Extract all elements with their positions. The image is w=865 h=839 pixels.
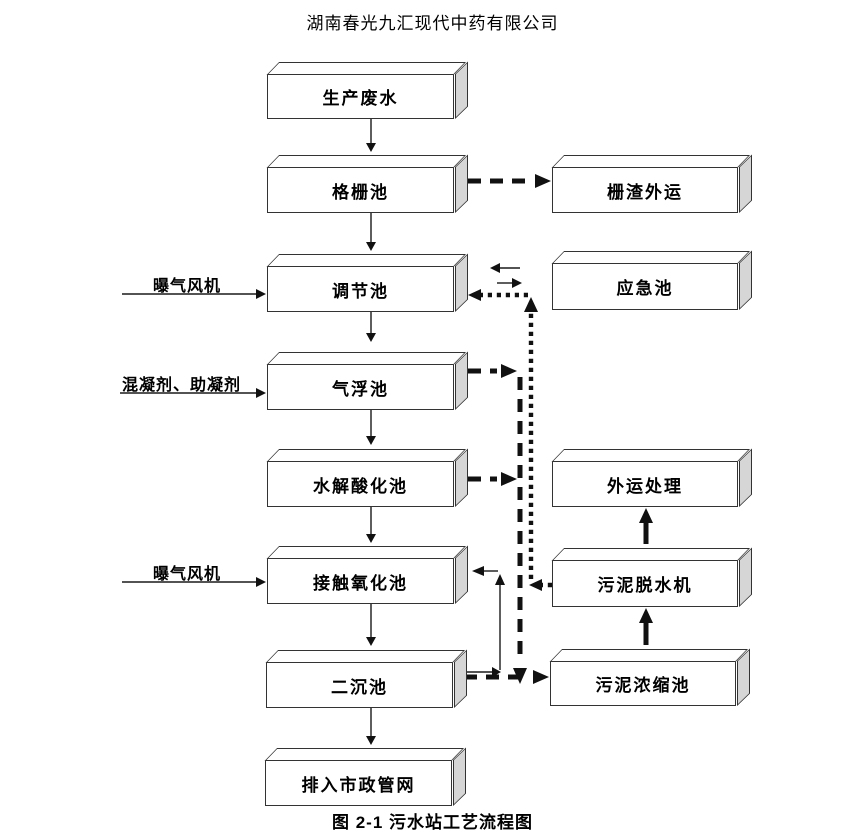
node-grid-residue-transport: 栅渣外运: [552, 167, 738, 213]
input-label-coagulant: 混凝剂、助凝剂: [122, 377, 242, 394]
node-air-flotation-tank: 气浮池: [267, 364, 454, 410]
dotted-return-dewater-to-regulating: [468, 289, 552, 591]
arrow-grid-to-regulating: [366, 213, 376, 251]
node-label: 接触氧化池: [313, 573, 408, 593]
input-label-aeration-blower-1: 曝气风机: [153, 278, 222, 295]
arrow-secondary-to-discharge: [366, 708, 376, 745]
figure-caption: 图 2-1 污水站工艺流程图: [331, 813, 534, 832]
page-title: 湖南春光九汇现代中药有限公司: [306, 14, 559, 33]
arrow-thickening-to-dewater: [639, 608, 653, 645]
node-label: 外运处理: [607, 476, 683, 496]
node-label: 排入市政管网: [301, 775, 416, 795]
dashed-arrow-secondary-to-thickening: [464, 670, 549, 684]
node-grid-tank: 格栅池: [267, 167, 454, 213]
node-secondary-sedimentation-tank: 二沉池: [266, 662, 453, 708]
node-label: 二沉池: [331, 677, 388, 697]
node-discharge-municipal-network: 排入市政管网: [265, 760, 452, 806]
node-label: 调节池: [332, 281, 389, 301]
node-label: 污泥脱水机: [597, 576, 693, 595]
input-label-aeration-blower-2: 曝气风机: [153, 566, 222, 583]
node-label: 气浮池: [332, 379, 389, 399]
node-label: 应急池: [616, 279, 674, 298]
arrow-production-to-grid: [366, 119, 376, 152]
arrow-flotation-to-hydrolysis: [366, 410, 376, 445]
arrow-regulating-to-emergency: [497, 278, 522, 288]
arrow-hydrolysis-to-contact: [366, 507, 376, 543]
node-outward-treatment: 外运处理: [552, 461, 738, 507]
node-label: 栅渣外运: [607, 182, 683, 202]
dashed-arrow-flotation-to-sludge-line: [468, 364, 517, 378]
node-sludge-dewatering-machine: 污泥脱水机: [552, 560, 738, 607]
arrow-blower2-to-contact: [122, 577, 266, 587]
dashed-sludge-main-vertical: [513, 377, 527, 684]
dashed-arrow-grid-to-residue: [468, 174, 551, 188]
node-label: 污泥浓缩池: [595, 676, 691, 695]
node-label: 格栅池: [332, 182, 389, 202]
arrow-regulating-to-flotation: [366, 312, 376, 342]
node-emergency-tank: 应急池: [552, 263, 738, 310]
node-label: 生产废水: [322, 89, 399, 108]
return-line-secondary-to-contact: [464, 566, 505, 677]
dashed-arrow-hydrolysis-to-sludge-line: [468, 472, 517, 486]
arrow-coagulant-to-flotation: [120, 388, 266, 398]
node-contact-oxidation-tank: 接触氧化池: [267, 558, 454, 604]
node-hydrolysis-acidification-tank: 水解酸化池: [267, 461, 454, 507]
node-label: 水解酸化池: [313, 476, 408, 496]
arrow-emergency-to-regulating: [490, 263, 520, 273]
node-sludge-thickening-tank: 污泥浓缩池: [550, 661, 736, 706]
arrow-dewater-to-outward: [639, 508, 653, 544]
arrow-contact-to-secondary: [366, 604, 376, 646]
arrow-blower1-to-regulating: [122, 289, 266, 299]
node-production-wastewater: 生产废水: [267, 74, 454, 119]
node-regulating-tank: 调节池: [267, 266, 454, 312]
